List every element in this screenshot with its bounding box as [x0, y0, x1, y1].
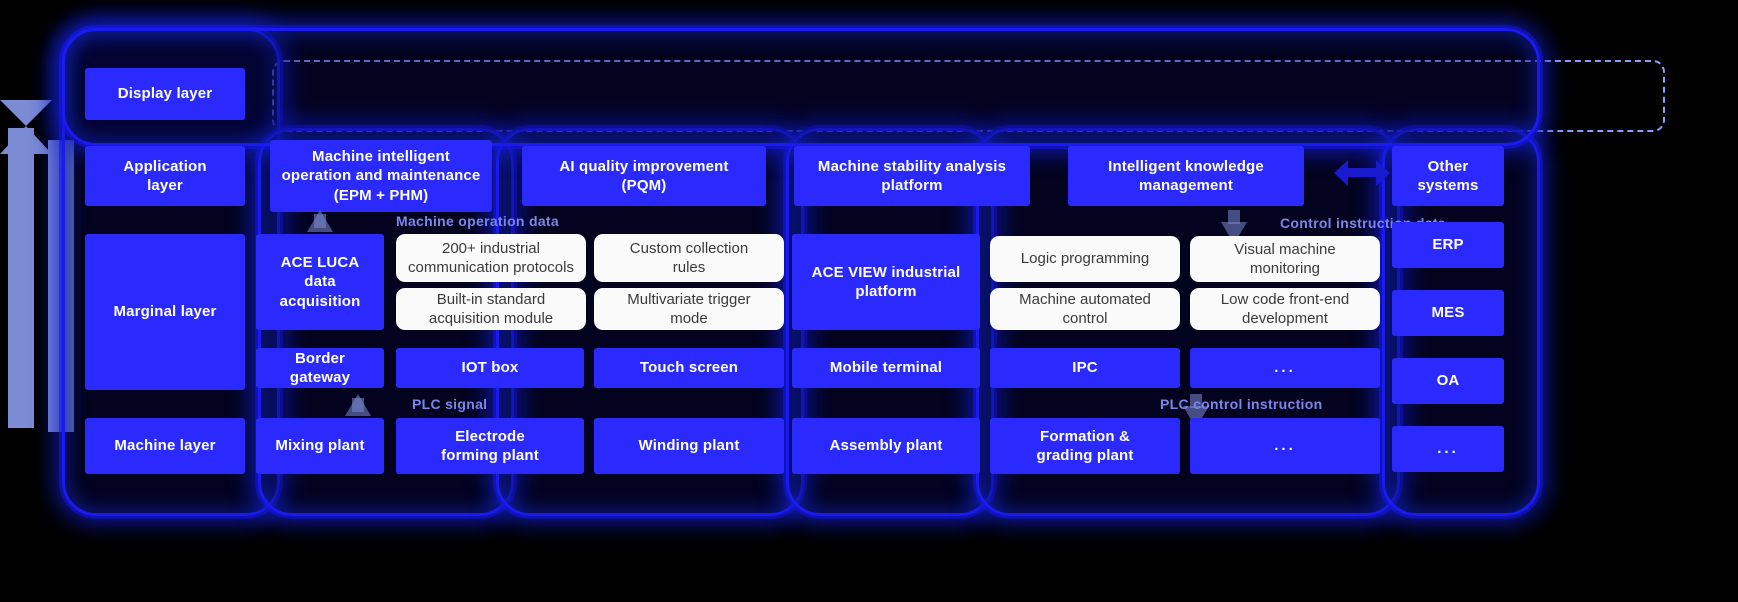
other-system-erp[interactable]: ERP: [1392, 222, 1504, 268]
marginal-feature-machine-automated-control[interactable]: Machine automated control: [990, 288, 1180, 330]
data-flow-up-arrow-shaft: [48, 140, 74, 432]
plc-control-instruction-arrow-shaft: [1190, 394, 1202, 408]
app-machine-stability-analysis[interactable]: Machine stability analysis platform: [794, 146, 1030, 206]
marginal-feature-low-code-development[interactable]: Low code front-end development: [1190, 288, 1380, 330]
display-layer-dashed-outline: [272, 60, 1665, 132]
layer-label-machine: Machine layer: [85, 418, 245, 474]
plant-mixing[interactable]: Mixing plant: [256, 418, 384, 474]
plant-assembly[interactable]: Assembly plant: [792, 418, 980, 474]
plant-more[interactable]: ...: [1190, 418, 1380, 474]
layer-label-application: Application layer: [85, 146, 245, 206]
plant-electrode-forming[interactable]: Electrode forming plant: [396, 418, 584, 474]
layer-label-marginal: Marginal layer: [85, 234, 245, 390]
machine-operation-data-arrow-head: [307, 210, 333, 232]
layer-label-display: Display layer: [85, 68, 245, 120]
other-system-mes[interactable]: MES: [1392, 290, 1504, 336]
marginal-feature-logic-programming[interactable]: Logic programming: [990, 236, 1180, 282]
device-touch-screen[interactable]: Touch screen: [594, 348, 784, 388]
marginal-feature-visual-machine-monitoring[interactable]: Visual machine monitoring: [1190, 236, 1380, 282]
device-ipc[interactable]: IPC: [990, 348, 1180, 388]
plant-winding[interactable]: Winding plant: [594, 418, 784, 474]
device-more[interactable]: ...: [1190, 348, 1380, 388]
marginal-feature-200-protocols[interactable]: 200+ industrial communication protocols: [396, 234, 586, 282]
bidirectional-link-arrow: [1334, 160, 1390, 186]
cut-off-label: tion: [55, 82, 84, 99]
app-machine-intelligent-om[interactable]: Machine intelligent operation and mainte…: [270, 140, 492, 212]
data-flow-down-arrow-head: [0, 100, 52, 126]
plant-formation-grading[interactable]: Formation & grading plant: [990, 418, 1180, 474]
device-mobile-terminal[interactable]: Mobile terminal: [792, 348, 980, 388]
bidirectional-link-arrow-bar: [1344, 168, 1376, 177]
data-flow-down-arrow-shaft: [8, 128, 34, 428]
other-system-more[interactable]: ...: [1392, 426, 1504, 472]
bidirectional-link-arrow-right-head: [1376, 160, 1390, 186]
bidirectional-link-arrow-left-head: [1334, 160, 1348, 186]
device-border-gateway[interactable]: Border gateway: [256, 348, 384, 388]
marginal-feature-multivariate-trigger-mode[interactable]: Multivariate trigger mode: [594, 288, 784, 330]
label-machine-operation-data: Machine operation data: [396, 213, 559, 229]
plc-signal-arrow-head: [345, 394, 371, 416]
device-iot-box[interactable]: IOT box: [396, 348, 584, 388]
other-system-oa[interactable]: OA: [1392, 358, 1504, 404]
app-ai-quality-improvement[interactable]: AI quality improvement (PQM): [522, 146, 766, 206]
left-arrow-group: [0, 100, 74, 460]
other-systems-header[interactable]: Other systems: [1392, 146, 1504, 206]
marginal-feature-custom-collection-rules[interactable]: Custom collection rules: [594, 234, 784, 282]
label-plc-control-instruction: PLC control instruction: [1160, 396, 1323, 412]
marginal-ace-view-industrial-platform[interactable]: ACE VIEW industrial platform: [792, 234, 980, 330]
label-plc-signal: PLC signal: [412, 396, 488, 412]
control-instruction-data-arrow-shaft: [1228, 210, 1240, 224]
marginal-ace-luca-data-acquisition[interactable]: ACE LUCA data acquisition: [256, 234, 384, 330]
app-intelligent-knowledge-management[interactable]: Intelligent knowledge management: [1068, 146, 1304, 206]
marginal-feature-builtin-acquisition-module[interactable]: Built-in standard acquisition module: [396, 288, 586, 330]
